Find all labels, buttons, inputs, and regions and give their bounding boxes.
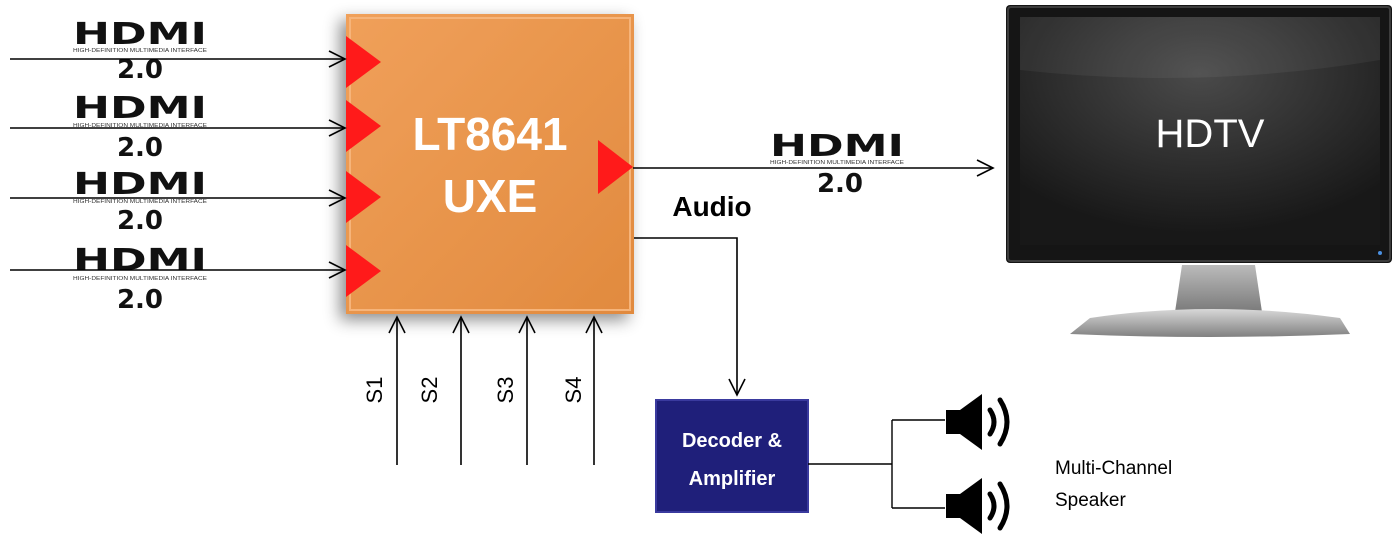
- input-arrows: [10, 50, 347, 279]
- hdmi-version: 2.0: [117, 206, 163, 236]
- speaker-icon: [946, 478, 1010, 534]
- decoder-label-line1: Decoder &: [682, 430, 782, 452]
- audio-line: [634, 237, 746, 397]
- input-port-3: [346, 171, 381, 223]
- hdmi-output-logo: HDMI HIGH-DEFINITION MULTIMEDIA INTERFAC…: [770, 129, 905, 199]
- hdmi-version: 2.0: [117, 133, 163, 163]
- hdmi-logo-icon: HDMI: [770, 129, 904, 164]
- chip-part-number: LT8641: [412, 108, 567, 160]
- decoder-label-line2: Amplifier: [689, 468, 776, 490]
- lt8641-chip: LT8641 UXE: [346, 14, 634, 314]
- monitor-icon: [1006, 5, 1392, 337]
- hdmi-logo-icon: HDMI: [73, 17, 207, 52]
- select-label-s1: S1: [362, 377, 387, 404]
- select-arrows: [388, 315, 603, 465]
- hdmi-tagline: HIGH-DEFINITION MULTIMEDIA INTERFACE: [73, 48, 208, 54]
- hdmi-version: 2.0: [117, 55, 163, 85]
- hdmi-logo-icon: HDMI: [73, 243, 207, 278]
- speaker-label-line1: Multi-Channel: [1055, 458, 1172, 479]
- hdmi-tagline: HIGH-DEFINITION MULTIMEDIA INTERFACE: [73, 199, 208, 205]
- hdmi-tagline: HIGH-DEFINITION MULTIMEDIA INTERFACE: [770, 160, 905, 166]
- audio-label: Audio: [672, 191, 751, 222]
- input-port-1: [346, 36, 381, 88]
- hdmi-tagline: HIGH-DEFINITION MULTIMEDIA INTERFACE: [73, 123, 208, 129]
- speaker-label-line2: Speaker: [1055, 490, 1126, 511]
- output-port: [598, 140, 633, 194]
- hdmi-input-logo-4: HDMI HIGH-DEFINITION MULTIMEDIA INTERFAC…: [73, 243, 208, 315]
- select-label-s4: S4: [561, 377, 586, 404]
- tv-label: HDTV: [1156, 112, 1265, 156]
- hdmi-input-logo-1: HDMI HIGH-DEFINITION MULTIMEDIA INTERFAC…: [73, 17, 208, 85]
- decoder-amplifier-block: Decoder & Amplifier: [655, 399, 809, 513]
- hdmi-version: 2.0: [817, 169, 863, 199]
- hdmi-logo-icon: HDMI: [73, 91, 207, 126]
- select-label-s3: S3: [493, 377, 518, 404]
- select-label-s2: S2: [417, 377, 442, 404]
- hdmi-logo-icon: HDMI: [73, 167, 207, 202]
- chip-package: UXE: [443, 170, 538, 222]
- hdmi-tagline: HIGH-DEFINITION MULTIMEDIA INTERFACE: [73, 276, 208, 282]
- hdmi-input-logo-3: HDMI HIGH-DEFINITION MULTIMEDIA INTERFAC…: [73, 167, 208, 236]
- input-port-2: [346, 100, 381, 152]
- speaker-wiring: [808, 419, 945, 509]
- input-port-4: [346, 245, 381, 297]
- hdmi-version: 2.0: [117, 285, 163, 315]
- speaker-icon: [946, 394, 1010, 450]
- hdmi-input-logo-2: HDMI HIGH-DEFINITION MULTIMEDIA INTERFAC…: [73, 91, 208, 163]
